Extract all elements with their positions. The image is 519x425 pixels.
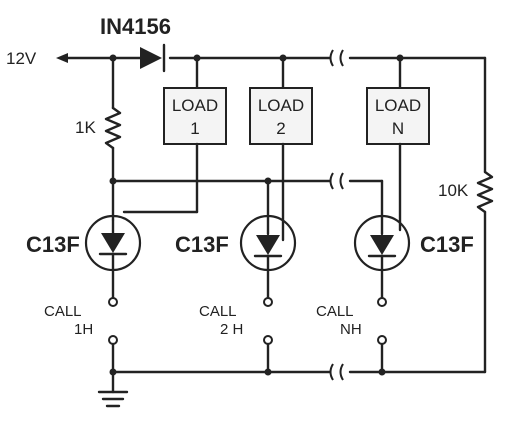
diode-in4156 bbox=[140, 43, 166, 73]
scr-n bbox=[353, 214, 411, 300]
supply-arrow bbox=[56, 53, 68, 63]
call-n-label: CALL bbox=[316, 303, 354, 320]
junction-dot bbox=[378, 368, 386, 376]
junction-dot bbox=[109, 177, 117, 185]
scr-2-label: C13F bbox=[175, 232, 229, 257]
break-mark-bottom bbox=[329, 363, 344, 381]
diode-label: IN4156 bbox=[100, 14, 171, 39]
load-1 bbox=[122, 56, 227, 214]
load-n-label: LOAD bbox=[375, 96, 421, 115]
call-1-label: CALL bbox=[44, 303, 82, 320]
terminal-circle bbox=[108, 297, 118, 307]
scr-n-label: C13F bbox=[420, 232, 474, 257]
break-mark-top bbox=[329, 49, 344, 67]
call-n-id: NH bbox=[340, 321, 362, 338]
terminal-circle bbox=[263, 297, 273, 307]
resistor-10k-label: 10K bbox=[438, 181, 469, 200]
call-1-id: 1H bbox=[74, 321, 93, 338]
load-1-number: 1 bbox=[190, 119, 199, 138]
gate-bus bbox=[111, 179, 384, 236]
scr-1-label: C13F bbox=[26, 232, 80, 257]
resistor-1k bbox=[104, 56, 122, 222]
junction-dot bbox=[264, 177, 272, 185]
load-n-number: N bbox=[392, 119, 404, 138]
call-2-id: 2 H bbox=[220, 321, 243, 338]
terminal-circle bbox=[377, 297, 387, 307]
load-2 bbox=[249, 56, 313, 242]
junction-dot bbox=[264, 368, 272, 376]
break-mark-gate bbox=[329, 172, 344, 190]
scr-1 bbox=[84, 214, 142, 300]
bottom-rail bbox=[111, 342, 487, 374]
supply-label: 12V bbox=[6, 49, 37, 68]
load-2-number: 2 bbox=[276, 119, 285, 138]
load-n bbox=[366, 56, 430, 232]
call-2-label: CALL bbox=[199, 303, 237, 320]
resistor-10k bbox=[476, 56, 494, 374]
ground-icon bbox=[97, 370, 129, 408]
scr-2 bbox=[239, 214, 297, 300]
load-1-label: LOAD bbox=[172, 96, 218, 115]
load-2-label: LOAD bbox=[258, 96, 304, 115]
resistor-1k-label: 1K bbox=[75, 118, 96, 137]
